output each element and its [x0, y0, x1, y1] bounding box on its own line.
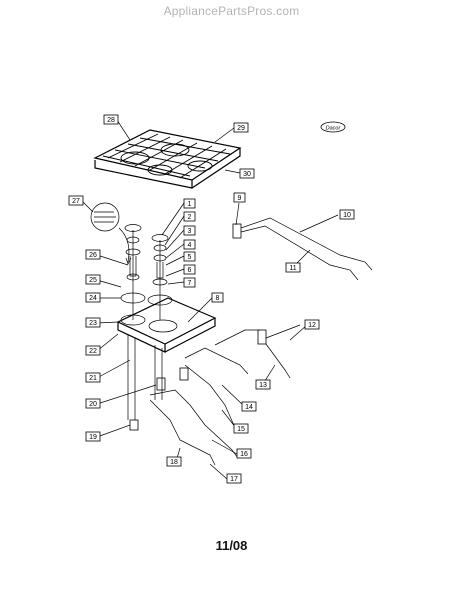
callout-16: 16	[236, 448, 252, 459]
callout-18: 18	[166, 456, 182, 467]
svg-text:9: 9	[238, 195, 242, 202]
brand-logo: Dacor	[320, 121, 346, 133]
callout-13: 13	[255, 379, 271, 390]
svg-text:14: 14	[245, 404, 253, 411]
callout-3: 3	[183, 225, 196, 236]
burner-base-plate	[116, 297, 217, 420]
svg-text:25: 25	[89, 277, 97, 284]
svg-text:5: 5	[188, 254, 192, 261]
callout-22: 22	[85, 345, 101, 356]
callout-labels: 1 2 3 4 5 6 7 8 9 10 11 12 13 14 15 16 1…	[68, 114, 355, 484]
callout-8: 8	[211, 292, 224, 303]
svg-text:7: 7	[188, 280, 192, 287]
svg-text:22: 22	[89, 348, 97, 355]
callout-30: 30	[239, 168, 255, 179]
gas-valves-and-tubes	[129, 217, 373, 466]
svg-text:3: 3	[188, 228, 192, 235]
svg-text:30: 30	[243, 171, 251, 178]
svg-text:18: 18	[170, 459, 178, 466]
callout-4: 4	[183, 239, 196, 250]
svg-text:17: 17	[230, 476, 238, 483]
svg-text:21: 21	[89, 375, 97, 382]
svg-text:1: 1	[188, 201, 192, 208]
svg-text:11: 11	[289, 265, 296, 272]
svg-text:4: 4	[188, 242, 192, 249]
burner-stack	[120, 224, 173, 320]
svg-text:23: 23	[89, 320, 97, 327]
callout-6: 6	[183, 264, 196, 275]
callout-19: 19	[85, 431, 101, 442]
callout-5: 5	[183, 251, 196, 262]
svg-text:Dacor: Dacor	[326, 126, 342, 132]
revision-date: 11/08	[215, 538, 248, 553]
svg-text:12: 12	[308, 322, 316, 329]
svg-text:29: 29	[237, 125, 245, 132]
callout-2: 2	[183, 211, 196, 222]
svg-text:6: 6	[188, 267, 192, 274]
callout-17: 17	[226, 473, 242, 484]
callout-25: 25	[85, 274, 101, 285]
callout-7: 7	[183, 277, 196, 288]
callout-11: 11	[285, 262, 301, 273]
callout-10: 10	[339, 209, 355, 220]
svg-text:10: 10	[343, 212, 351, 219]
site-watermark: AppliancePartsPros.com	[163, 4, 300, 18]
callout-20: 20	[85, 398, 101, 409]
leader-lines	[82, 119, 339, 480]
callout-1: 1	[183, 198, 196, 209]
svg-text:28: 28	[107, 117, 115, 124]
callout-14: 14	[241, 401, 257, 412]
callout-28: 28	[103, 114, 119, 125]
svg-text:8: 8	[216, 295, 220, 302]
svg-text:15: 15	[237, 426, 245, 433]
callout-26: 26	[85, 249, 101, 260]
callout-15: 15	[233, 423, 249, 434]
burner-grates	[93, 129, 242, 189]
svg-text:2: 2	[188, 214, 192, 221]
svg-text:19: 19	[89, 434, 97, 441]
callout-24: 24	[85, 292, 101, 303]
callout-9: 9	[233, 192, 246, 203]
svg-text:24: 24	[89, 295, 97, 302]
callout-29: 29	[233, 122, 249, 133]
callout-21: 21	[85, 372, 101, 383]
callout-27: 27	[68, 195, 84, 206]
svg-text:16: 16	[240, 451, 248, 458]
svg-text:13: 13	[259, 382, 267, 389]
callout-12: 12	[304, 319, 320, 330]
svg-text:27: 27	[72, 198, 80, 205]
svg-text:20: 20	[89, 401, 97, 408]
svg-text:26: 26	[89, 252, 97, 259]
callout-23: 23	[85, 317, 101, 328]
